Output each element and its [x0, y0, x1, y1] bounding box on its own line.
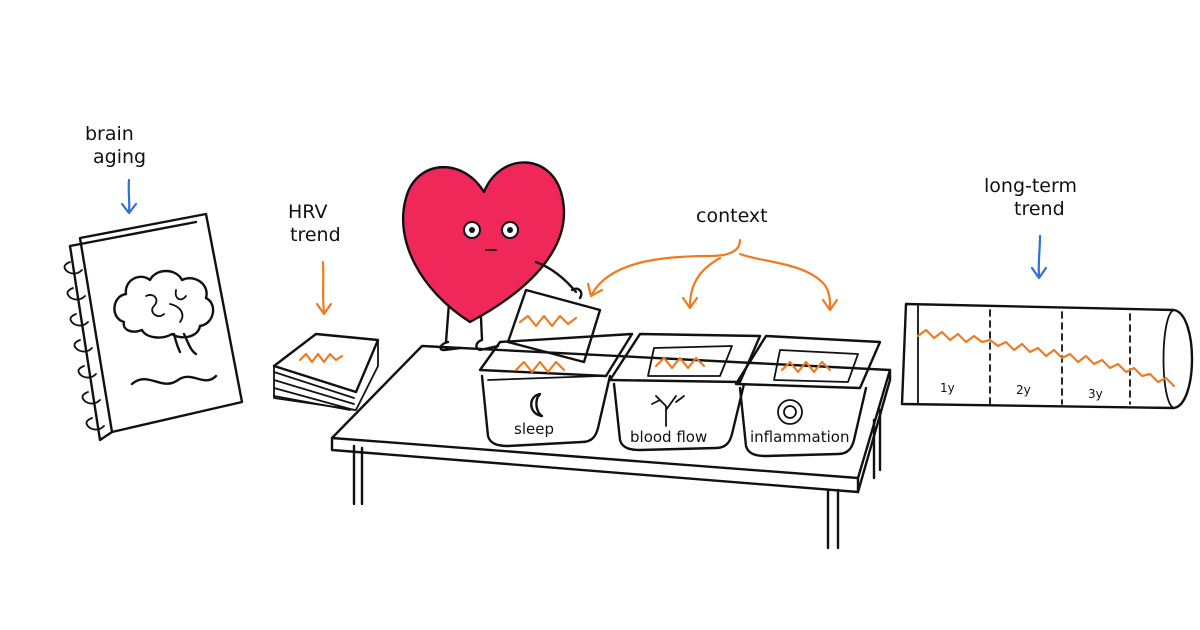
- brain-icon: [113, 269, 215, 356]
- card-stack-icon: [272, 332, 380, 411]
- scroll-icon: [900, 302, 1194, 410]
- bin-label-blood-flow: blood flow: [630, 428, 707, 446]
- long-term-trend-group: long-term trend 1y 2y 3y: [900, 175, 1194, 410]
- hrv-trend-label-line1: HRV: [288, 201, 327, 223]
- context-label: context: [696, 205, 768, 227]
- arrow-down-icon: [1030, 234, 1048, 280]
- long-term-trend-label-line2: trend: [1014, 198, 1065, 220]
- timeline-tick-1y: 1y: [940, 381, 955, 395]
- notebook-icon: [63, 212, 244, 442]
- table: [330, 344, 892, 550]
- arrow-down-icon: [315, 260, 333, 316]
- arrow-down-icon: [120, 178, 138, 215]
- brain-aging-label-line1: brain: [85, 123, 134, 145]
- bin-label-inflammation: inflammation: [750, 428, 849, 446]
- brain-aging-group: brain aging: [63, 123, 244, 442]
- bin-label-sleep: sleep: [514, 420, 554, 438]
- bin-blood-flow: blood flow: [608, 332, 762, 452]
- moon-icon: [530, 392, 544, 418]
- branching-vessel-icon: [651, 395, 685, 427]
- timeline-tick-2y: 2y: [1016, 383, 1031, 397]
- hrv-trend-label-line2: trend: [290, 224, 341, 246]
- bin-inflammation: inflammation: [734, 334, 882, 458]
- brain-aging-label-line2: aging: [93, 146, 146, 168]
- concentric-circles-icon: [777, 399, 803, 425]
- heart-character-icon: [401, 161, 602, 364]
- hrv-trend-group: HRV trend: [272, 201, 380, 411]
- long-term-trend-label-line1: long-term: [984, 175, 1077, 197]
- bin-sleep: sleep: [478, 332, 634, 448]
- timeline-tick-3y: 3y: [1088, 387, 1103, 401]
- context-group: context: [586, 205, 839, 312]
